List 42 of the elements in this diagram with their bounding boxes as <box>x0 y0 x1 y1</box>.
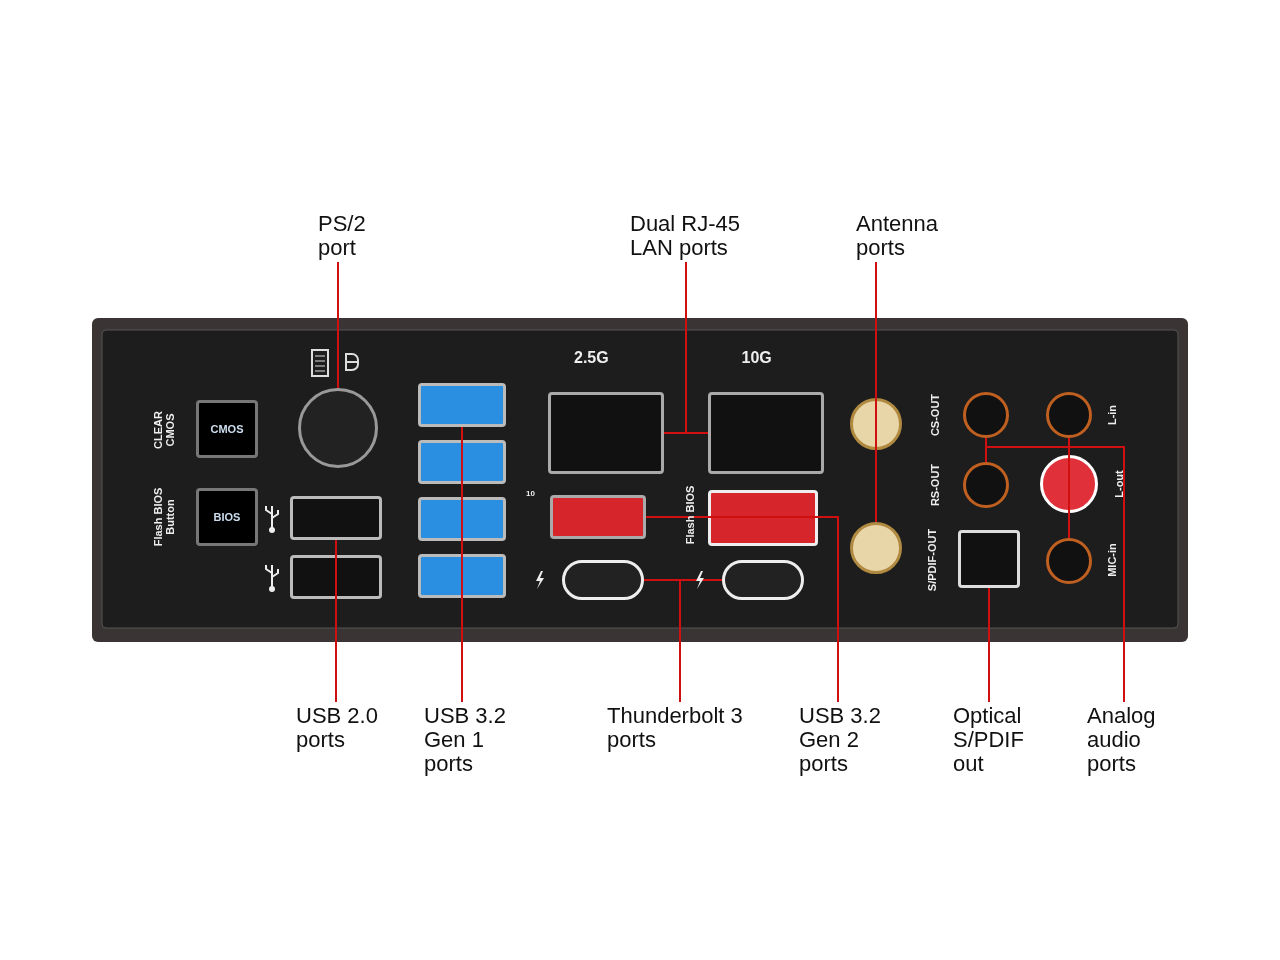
panel-label: 10 <box>526 488 535 500</box>
callout-label: USB 3.2 Gen 2 ports <box>799 704 899 776</box>
panel-label: S/PDIF-OUT <box>926 528 939 592</box>
callout-label: USB 3.2 Gen 1 ports <box>424 704 524 776</box>
flash-bios-button: BIOS <box>196 488 258 546</box>
callout-label: Thunderbolt 3 ports <box>607 704 757 752</box>
leader-line <box>875 261 877 523</box>
panel-label: Flash BIOS Button <box>152 486 176 549</box>
panel-label: Flash BIOS <box>683 485 696 545</box>
usb-port <box>290 496 382 540</box>
usb-c-port <box>722 560 804 600</box>
lan-port <box>708 392 824 474</box>
panel-label: MIC-in <box>1105 543 1118 577</box>
usb-port <box>290 555 382 599</box>
panel-label: CS-OUT <box>929 393 942 437</box>
leader-line <box>988 587 990 703</box>
leader-line <box>335 539 337 703</box>
panel-label: L-out <box>1112 470 1125 498</box>
leader-line <box>461 426 463 703</box>
leader-line <box>337 261 339 389</box>
panel-label: 2.5G <box>574 352 609 364</box>
usb-port <box>418 554 506 598</box>
panel-label: 10G <box>741 352 772 364</box>
callout-label: Optical S/PDIF out <box>953 704 1043 776</box>
clear-cmos-button: CMOS <box>196 400 258 458</box>
callout-label: Antenna ports <box>856 212 956 260</box>
usb-port <box>418 383 506 427</box>
usb-port <box>708 490 818 546</box>
callout-label: Analog audio ports <box>1087 704 1167 776</box>
panel-label: CLEAR CMOS <box>152 410 176 450</box>
lan-port <box>548 392 664 474</box>
optical-port <box>958 530 1020 588</box>
usb-c-port <box>562 560 644 600</box>
usb-port <box>550 495 646 539</box>
callout-label: USB 2.0 ports <box>296 704 396 752</box>
panel-label: L-in <box>1106 404 1119 426</box>
usb-port <box>418 497 506 541</box>
panel-label: RS-OUT <box>929 463 942 507</box>
callout-label: Dual RJ-45 LAN ports <box>630 212 760 260</box>
usb-port <box>418 440 506 484</box>
leader-line <box>645 516 839 703</box>
callout-label: PS/2 port <box>318 212 388 260</box>
